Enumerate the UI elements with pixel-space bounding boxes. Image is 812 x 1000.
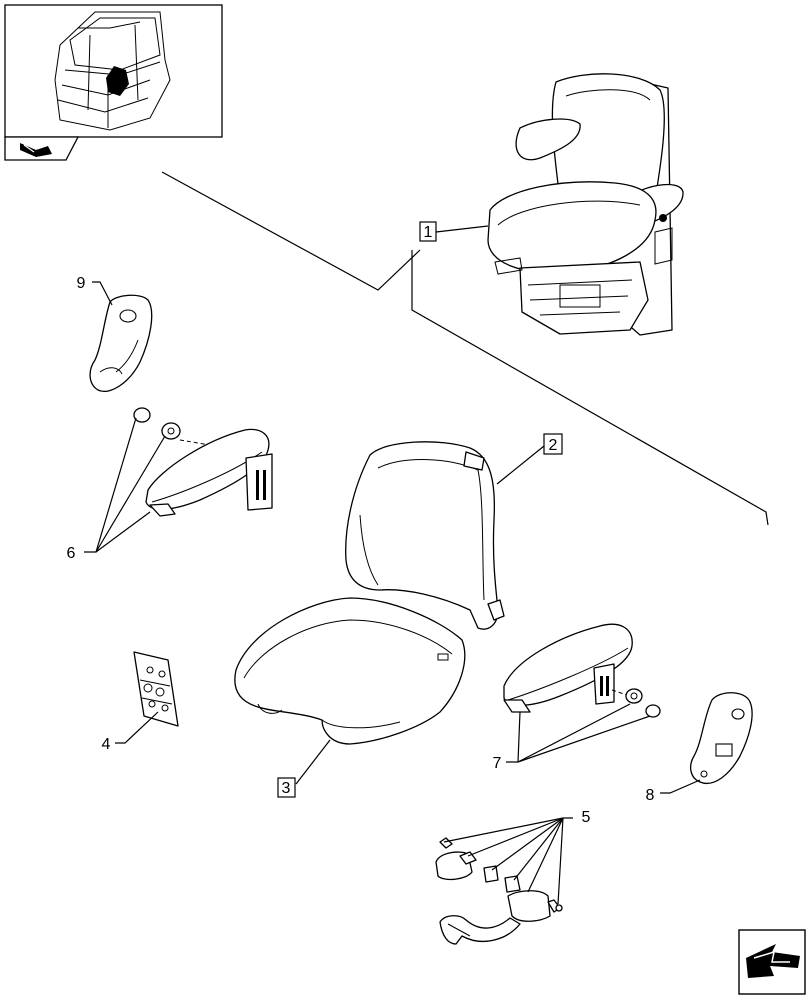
callout-8-label: 8 (646, 787, 655, 804)
callout-5-label: 5 (582, 809, 591, 826)
callout-6-label: 6 (67, 545, 76, 562)
callout-1-label: 1 (424, 224, 433, 241)
callout-1: 1 (419, 221, 437, 242)
side-cover-right-drawing (689, 692, 753, 784)
arrow-right-icon[interactable] (20, 143, 52, 157)
callout-2: 2 (543, 433, 563, 455)
tractor-cab-thumbnail-icon (54, 11, 171, 131)
callout-2-label: 2 (549, 437, 558, 454)
backrest-cushion-drawing (345, 441, 505, 630)
thumbnail-panel (4, 4, 223, 161)
callout-9-label: 9 (77, 275, 86, 292)
seat-cushion-drawing (234, 597, 466, 745)
seat-assembly-drawing (487, 73, 684, 336)
next-page-arrow-icon (746, 944, 800, 978)
callout-7-label: 7 (493, 755, 502, 772)
next-page-button[interactable] (738, 929, 806, 995)
callout-4-label: 4 (102, 736, 111, 753)
label-plate-drawing (133, 651, 179, 727)
callout-3-label: 3 (282, 780, 291, 797)
callout-3: 3 (277, 777, 296, 798)
seat-belt-drawing (435, 837, 563, 945)
armrest-right-drawing (503, 623, 661, 718)
armrest-left-drawing (133, 407, 273, 517)
side-cover-left-drawing (89, 294, 153, 392)
